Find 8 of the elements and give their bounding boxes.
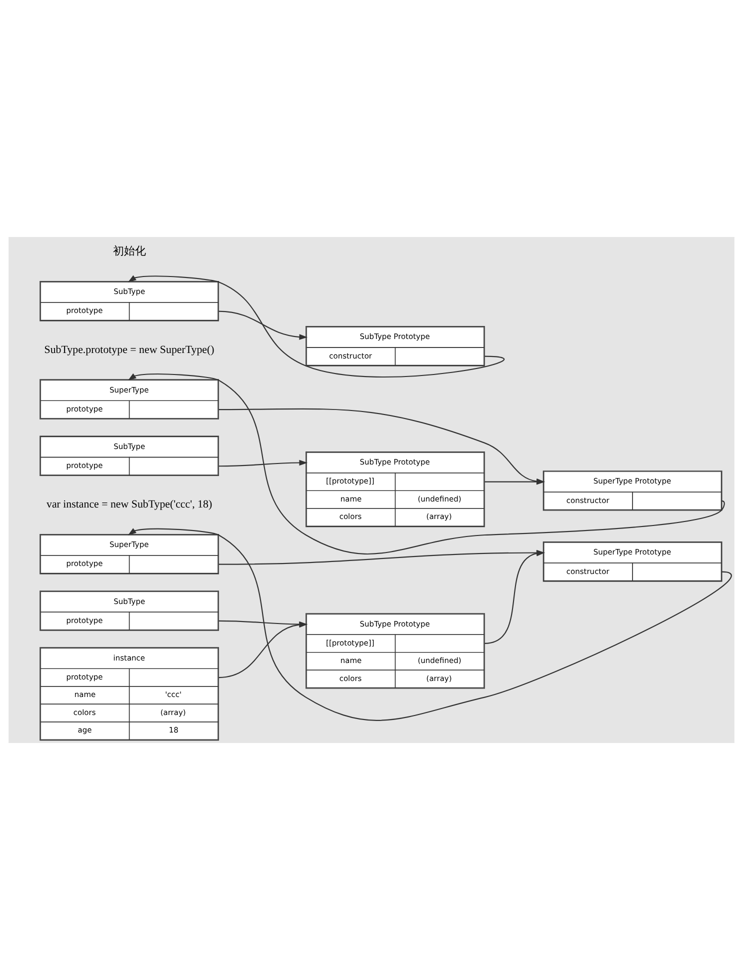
arrow [128, 372, 724, 554]
label: 初始化 [112, 245, 146, 258]
arrow [128, 274, 503, 377]
arrow [218, 459, 308, 466]
arrow [128, 528, 730, 720]
label: var instance = new SubType('ccc', 18) [46, 498, 212, 510]
arrow [218, 310, 308, 340]
label: SubType.prototype = new SuperType() [44, 343, 214, 356]
